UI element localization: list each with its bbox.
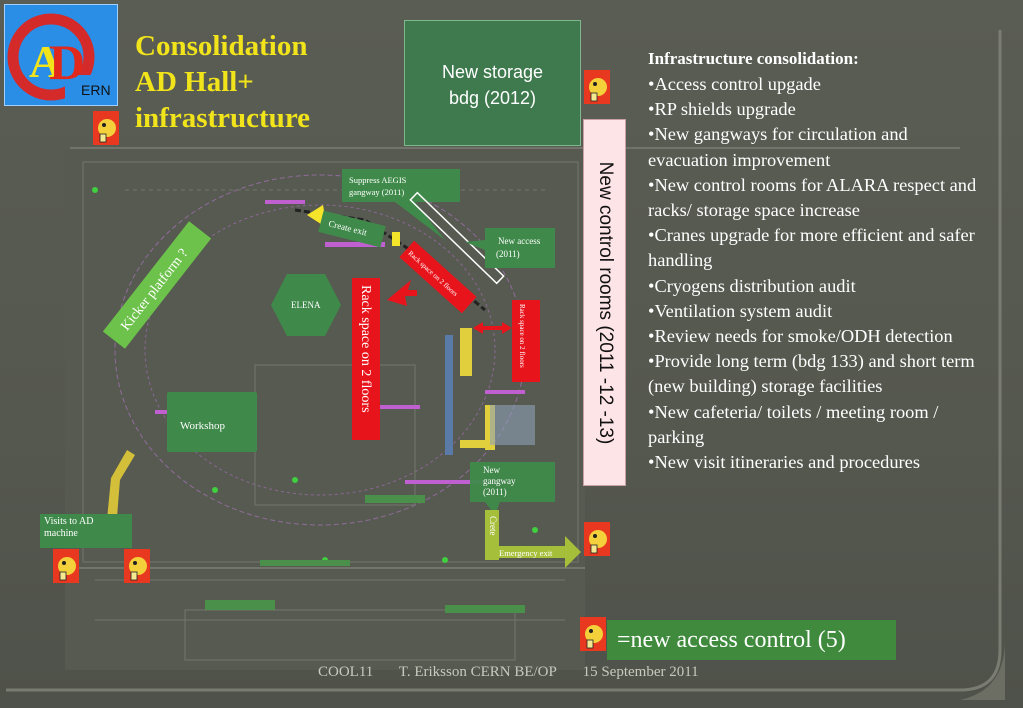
new-gangway-line-3: (2011) — [483, 487, 507, 497]
info-item: •Ventilation system audit — [648, 300, 833, 321]
suppress-line-1: Suppress AEGIS — [349, 175, 407, 185]
info-title: Infrastructure consolidation: — [648, 49, 859, 68]
info-item: •Cranes upgrade for more efficient and s… — [648, 225, 975, 271]
access-control-legend: =new access control (5) — [607, 620, 896, 660]
footer-event: COOL11 — [318, 664, 374, 680]
visits-line-1: Visits to AD — [44, 516, 94, 527]
new-gangway-line-2: gangway — [483, 476, 516, 486]
new-storage-box: New storage bdg (2012) — [404, 20, 581, 146]
hall-floor-plan: ELENA Workshop Kicker platform ? Suppres… — [65, 150, 585, 670]
footer-date: 15 September 2011 — [582, 664, 699, 680]
info-item: •New cafeteria/ toilets / meeting room /… — [648, 401, 939, 447]
logo-letter-a: A — [29, 36, 62, 87]
control-rooms-label: New control rooms (2011 -12 -13) — [594, 161, 616, 444]
info-item: •Provide long term (bdg 133) and short t… — [648, 351, 975, 397]
crete-label: Crete — [488, 516, 498, 536]
access-key-icon — [124, 549, 150, 583]
storage-line-1: New storage — [441, 62, 544, 82]
logo-subtext: ERN — [81, 82, 111, 98]
cern-ad-logo: A D ERN — [4, 4, 118, 106]
suppress-line-2: gangway (2011) — [349, 187, 404, 197]
info-item: •Review needs for smoke/ODH detection — [648, 326, 953, 347]
info-item: •New control rooms for ALARA respect and… — [648, 174, 977, 221]
access-key-icon — [93, 111, 119, 145]
title-line-2: AD Hall+ — [135, 66, 254, 98]
info-item: •New visit itineraries and procedures — [648, 452, 920, 473]
emergency-exit-label: Emergency exit — [499, 548, 553, 558]
footer-author: T. Eriksson CERN BE/OP — [398, 664, 557, 680]
workshop-label: Workshop — [180, 420, 225, 432]
slide-title: Consolidation AD Hall+ infrastructure — [135, 28, 375, 136]
info-item: •RP shields upgrade — [648, 99, 796, 120]
infrastructure-info: Infrastructure consolidation: •Access co… — [648, 46, 978, 475]
rack-right-label: Rack space on 2 floors — [518, 304, 526, 368]
storage-line-2: bdg (2012) — [448, 88, 537, 108]
new-gangway-line-1: New — [483, 465, 500, 475]
info-item: •New gangways for circulation and evacua… — [648, 124, 908, 170]
visits-line-2: machine — [44, 528, 78, 539]
access-key-icon — [584, 522, 610, 556]
control-rooms-box: New control rooms (2011 -12 -13) — [583, 119, 626, 486]
rack-big-label: Rack space on 2 floors — [358, 285, 373, 413]
slide-footer: COOL11 T. Eriksson CERN BE/OP 15 Septemb… — [318, 664, 721, 681]
new-access-line-1: New access — [498, 236, 541, 246]
new-access-line-2: (2011) — [496, 249, 520, 259]
info-item: •Cryogens distribution audit — [648, 275, 856, 296]
info-item: •Access control upgade — [648, 74, 821, 94]
title-line-3: infrastructure — [135, 102, 311, 134]
visits-label: Visits to AD machine — [40, 514, 132, 548]
elena-label: ELENA — [291, 300, 321, 310]
logo-letter-d: D — [49, 34, 85, 90]
title-line-1: Consolidation — [135, 30, 308, 62]
access-key-icon — [53, 549, 79, 583]
access-key-icon — [584, 70, 610, 104]
legend-key-icon — [580, 617, 606, 651]
